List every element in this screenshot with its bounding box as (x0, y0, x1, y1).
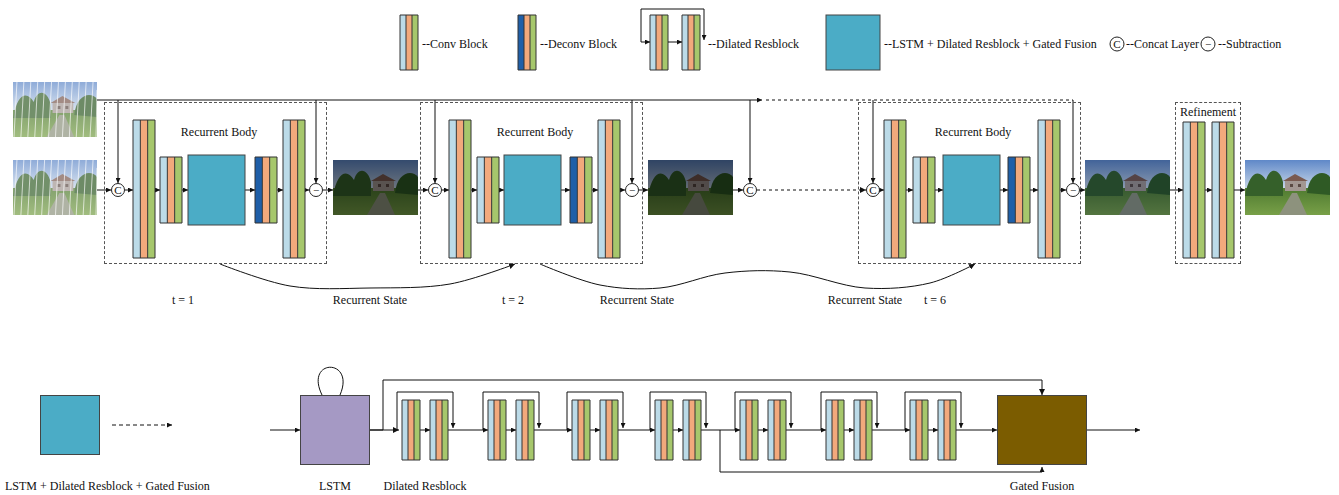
node-label: Recurrent Body (181, 125, 257, 139)
node-label: − (629, 184, 635, 196)
node-label: LSTM + Dilated Resblock + Gated Fusion (5, 479, 210, 493)
node-label: C (746, 184, 753, 196)
concat-symbol: C (1113, 38, 1120, 51)
recurrent-body-box: C − Recurrent Body (420, 102, 643, 264)
time-step-label: t = 1 (172, 293, 194, 307)
edge-label: Recurrent State (598, 293, 676, 307)
concat-circle: C (866, 183, 880, 197)
gated-fusion-box: Gated Fusion (997, 395, 1087, 465)
node-label: C (431, 184, 438, 196)
node-label: Gated Fusion (1010, 479, 1074, 493)
lstm-box: LSTM (300, 395, 370, 465)
subtraction-circle: − (1066, 183, 1080, 197)
node-label: LSTM (319, 479, 351, 493)
node-label: Recurrent Body (497, 125, 573, 139)
node-label: Refinement (1180, 105, 1236, 119)
concat-circle: C (743, 183, 757, 197)
node-label: C (114, 184, 121, 196)
edge-label: Recurrent State (331, 293, 409, 307)
concat-circle: C (428, 183, 442, 197)
subtraction-symbol: − (1205, 38, 1211, 51)
legend-text: --Concat Layer (1126, 37, 1199, 51)
node-label: − (1070, 184, 1076, 196)
legend-text: --Dilated Resblock (708, 37, 799, 51)
recurrent-state-arrow (220, 264, 515, 289)
composite-block: LSTM + Dilated Resblock + Gated Fusion (40, 395, 100, 455)
recurrent-body-box: C − Recurrent Body (104, 102, 327, 264)
time-step-label: t = 6 (924, 293, 946, 307)
legend-text: --Deconv Block (540, 37, 617, 51)
dashed-arrow (757, 190, 866, 191)
recurrent-state-arrow (540, 264, 975, 289)
subtraction-circle: − (625, 183, 639, 197)
recurrent-state-label: Recurrent State (826, 293, 904, 307)
subtraction-circle: − (309, 183, 323, 197)
recurrent-body-box: C − Recurrent Body (858, 102, 1081, 264)
legend-text: --Conv Block (422, 37, 488, 51)
time-step-label: t = 2 (502, 293, 524, 307)
legend-text: --LSTM + Dilated Resblock + Gated Fusion (884, 37, 1097, 51)
legend-text: --Subtraction (1218, 37, 1281, 51)
node-label: − (313, 184, 319, 196)
node-label: Recurrent Body (935, 125, 1011, 139)
concat-circle: C (111, 183, 125, 197)
node-label: C (869, 184, 876, 196)
skip-arrow (370, 380, 1042, 430)
node-label: Dilated Resblock (384, 479, 467, 493)
dilated-resblock: Dilated Resblock (399, 398, 451, 462)
refinement-box: Refinement (1175, 102, 1241, 264)
